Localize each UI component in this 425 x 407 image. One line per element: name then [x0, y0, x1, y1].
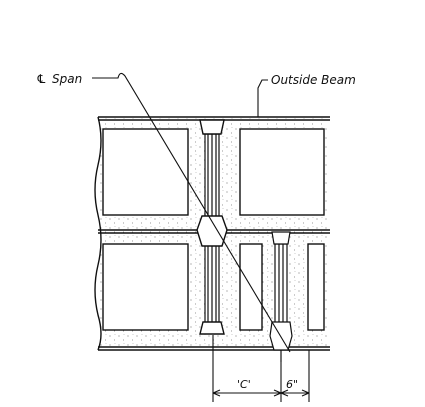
outside-beam-label: Outside Beam — [271, 73, 356, 87]
dimension-c-label: 'C' — [237, 378, 251, 391]
dimension-6-label: 6" — [286, 378, 298, 391]
centerline-symbol: ℄ — [36, 72, 47, 86]
dimension-lines — [212, 335, 310, 402]
rod-nuts — [196, 119, 228, 335]
void-cells — [102, 128, 325, 331]
centerline-span-line — [92, 72, 291, 353]
span-label: Span — [52, 72, 82, 86]
outside-beam-leader — [257, 79, 268, 117]
tie-rod-secondary — [269, 231, 293, 362]
